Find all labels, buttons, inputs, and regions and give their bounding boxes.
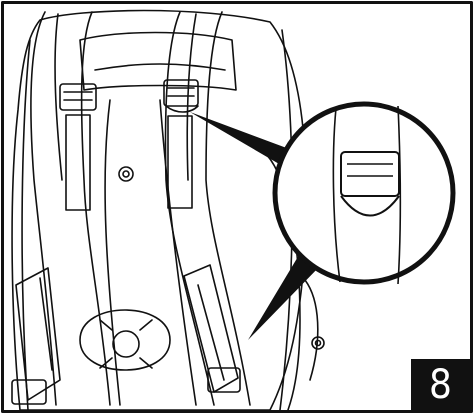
rivet-icon [118,166,134,182]
lower-left-strap [15,267,61,401]
left-shoulder-strap [30,11,57,406]
left-shoulder-strap-inner [54,13,63,181]
magnifier-callout-icon [190,101,456,340]
step-number: 8 [429,362,452,408]
left-strap-webbing [65,114,91,211]
backpack-body-outline [11,9,307,411]
right-shoulder-strap-inner [186,13,197,181]
back-panel-left-seam [104,99,121,406]
back-panel-right-seam [159,99,197,406]
lower-right-buckle [207,367,241,393]
upper-panel-seam [94,63,226,71]
magnified-buckle [340,151,400,197]
left-strap-buckle [59,83,97,111]
right-shoulder-strap [164,11,215,406]
right-strap-webbing [167,115,193,209]
right-strap-buckle [163,79,199,107]
backpack-body-inner-left [21,39,31,411]
right-shoulder-strap-edge [205,11,251,406]
lower-right-strap [183,264,239,393]
step-number-badge: 8 [411,359,470,411]
lumbar-pad-icon [79,309,171,371]
backpack-side-panel-inner [304,279,319,381]
upper-panel [79,31,237,91]
lower-left-buckle [11,379,47,405]
left-shoulder-strap-edge [80,11,111,406]
side-clip [311,336,325,350]
